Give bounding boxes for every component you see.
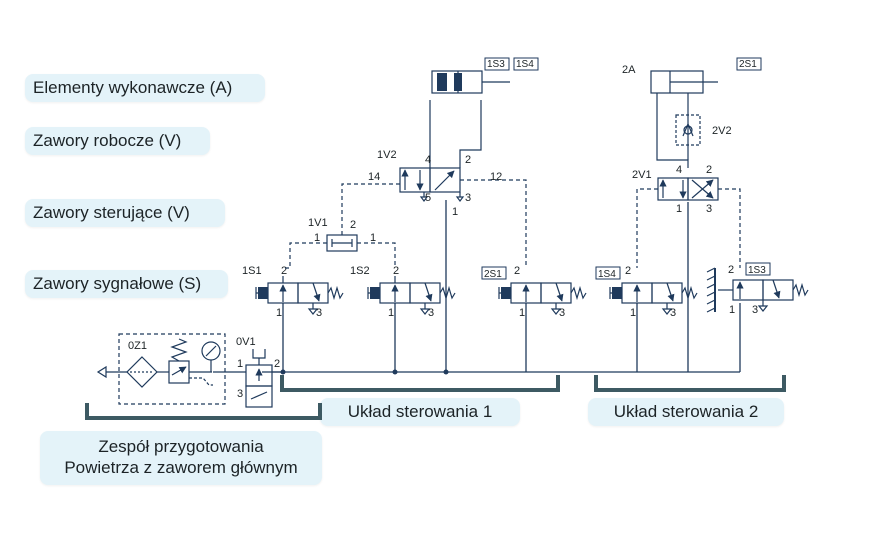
valve-1v2-port3: 3 xyxy=(465,192,471,204)
valve-1v2-tag: 1V2 xyxy=(377,149,397,161)
prep-unit-tag: 0Z1 xyxy=(128,340,147,352)
valve-1s3-port1: 1 xyxy=(729,304,735,316)
valve-1s1-port1: 1 xyxy=(276,307,282,319)
valve-1s2-port3: 3 xyxy=(428,307,434,319)
prep-unit-line1: Zespół przygotowania xyxy=(98,437,264,456)
valve-1s2-port1: 1 xyxy=(388,307,394,319)
valve-1v2-port5: 5 xyxy=(425,192,431,204)
valve-1s4-port1: 1 xyxy=(630,307,636,319)
valve-2v1-tag: 2V1 xyxy=(632,169,652,181)
prep-unit-0z1 xyxy=(96,333,226,405)
valve-1s3-tag: 1S3 xyxy=(748,265,766,276)
valve-1v2-port2: 2 xyxy=(465,154,471,166)
cyl1-tag-a: 1S3 xyxy=(487,59,505,70)
valve-1v1 xyxy=(283,183,400,269)
valve-1s4-tag: 1S4 xyxy=(598,269,616,280)
cylinder-2a-sensor-tag: 2S1 xyxy=(739,59,757,70)
valve-1v1-port1a: 1 xyxy=(314,232,320,244)
supply-line xyxy=(262,200,741,373)
cylinder-2a-tag: 2A xyxy=(622,64,636,76)
valve-1s4 xyxy=(595,266,698,315)
valve-1v2 xyxy=(399,100,527,268)
valve-2v1-port4: 4 xyxy=(676,164,682,176)
main-valve-tag: 0V1 xyxy=(236,336,256,348)
valve-1s1 xyxy=(255,276,344,315)
valve-2s1-tag: 2S1 xyxy=(484,269,502,280)
valve-1v1-tag: 1V1 xyxy=(308,217,328,229)
valve-1v2-port14: 14 xyxy=(368,171,380,183)
valve-2v1-port3: 3 xyxy=(706,203,712,215)
valve-1s2-tag: 1S2 xyxy=(350,265,370,277)
valve-1v2-port4: 4 xyxy=(425,154,431,166)
valve-1s1-port2: 2 xyxy=(281,265,287,277)
bracket-control2 xyxy=(594,375,786,392)
valve-1s2 xyxy=(367,276,456,315)
valve-2v1 xyxy=(636,177,741,268)
valve-1s1-port3: 3 xyxy=(316,307,322,319)
control-system-2-label: Układ sterowania 2 xyxy=(588,398,784,426)
valve-1v1-port2: 2 xyxy=(350,219,356,231)
valve-1s1-tag: 1S1 xyxy=(242,265,262,277)
valve-1s3-port3: 3 xyxy=(752,304,758,316)
cyl1-tag-b: 1S4 xyxy=(516,59,534,70)
valve-1s3-port2: 2 xyxy=(728,264,734,276)
valve-1s2-port2: 2 xyxy=(393,265,399,277)
valve-2v1-port1: 1 xyxy=(676,203,682,215)
check-valve-tag: 2V2 xyxy=(712,125,732,137)
valve-1v1-port1b: 1 xyxy=(370,232,376,244)
valve-2s1-port2: 2 xyxy=(514,265,520,277)
main-valve-port2: 2 xyxy=(274,358,280,370)
valve-1v2-port12: 12 xyxy=(490,171,502,183)
valve-1s4-port2: 2 xyxy=(625,265,631,277)
valve-1v2-port1: 1 xyxy=(452,206,458,218)
main-valve-port1: 1 xyxy=(237,358,243,370)
cylinder-2a xyxy=(650,57,762,168)
actuators-label: Elementy wykonawcze (A) xyxy=(25,74,265,102)
main-valve-0v1 xyxy=(213,349,283,408)
bracket-control1 xyxy=(280,375,560,392)
valve-1s3 xyxy=(706,262,809,313)
signal-valves-label: Zawory sygnałowe (S) xyxy=(25,270,228,298)
valve-2s1-port3: 3 xyxy=(559,307,565,319)
valve-2v1-port2: 2 xyxy=(706,164,712,176)
control-system-1-label: Układ sterowania 1 xyxy=(320,398,520,426)
prep-unit-line2: Powietrza z zaworem głównym xyxy=(64,458,298,477)
prep-unit-label: Zespół przygotowania Powietrza z zaworem… xyxy=(40,431,322,485)
valve-1s4-port3: 3 xyxy=(670,307,676,319)
bracket-prep xyxy=(85,403,322,420)
check-valve-2v2 xyxy=(675,93,701,160)
working-valves-label: Zawory robocze (V) xyxy=(25,127,210,155)
control-valves-label: Zawory sterujące (V) xyxy=(25,199,225,227)
main-valve-port3: 3 xyxy=(237,388,243,400)
valve-2s1-port1: 1 xyxy=(519,307,525,319)
